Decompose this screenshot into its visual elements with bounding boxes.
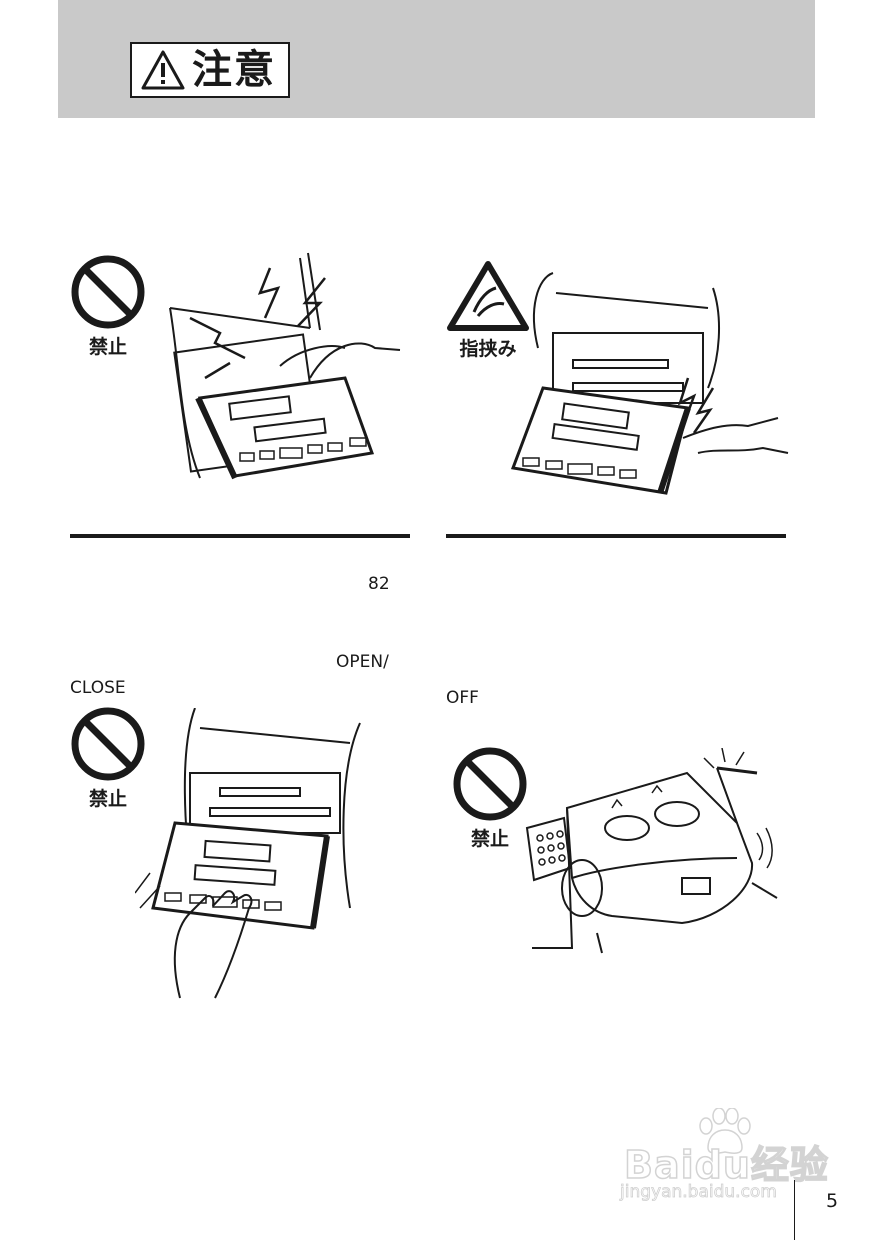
car-stereo-press-illustration xyxy=(135,708,361,999)
prohibited-icon xyxy=(71,255,145,329)
open-close-label: OPEN/ xyxy=(336,652,389,672)
pinch-warning-icon xyxy=(447,261,529,331)
prohibited-label: 禁止 xyxy=(88,788,127,810)
watermark-brand: Baidu经验 xyxy=(623,1142,829,1188)
prohibited-icon xyxy=(453,747,527,821)
pinch-warning-label: 指挟み xyxy=(459,338,517,360)
prohibited-icon xyxy=(71,707,145,781)
baidu-watermark: Baidu经验 jingyan.baidu.com xyxy=(620,1108,830,1208)
caution-heading: 注意 xyxy=(130,42,290,98)
page-reference: 82 xyxy=(368,574,390,594)
paw-logo-icon xyxy=(699,1108,751,1154)
page-number: 5 xyxy=(826,1190,839,1212)
car-stereo-pinch-illustration xyxy=(510,272,789,495)
prohibited-symbol: 禁止 xyxy=(70,706,146,811)
prohibited-label: 禁止 xyxy=(470,828,509,850)
prohibited-symbol: 禁止 xyxy=(452,746,528,851)
pinch-warning-symbol: 指挟み xyxy=(446,260,530,361)
page-edge-line xyxy=(794,1180,795,1240)
watermark-url: jingyan.baidu.com xyxy=(620,1182,778,1203)
header-band: 注意 xyxy=(58,0,815,118)
section-rule xyxy=(70,534,410,538)
off-label: OFF xyxy=(446,688,479,708)
prohibited-label: 禁止 xyxy=(88,336,127,358)
prohibited-symbol: 禁止 xyxy=(70,254,146,359)
car-speaker-illustration xyxy=(525,748,778,954)
warning-triangle-icon xyxy=(141,50,185,90)
page-title: 注意 xyxy=(192,47,276,93)
car-stereo-illustration xyxy=(169,252,401,480)
open-close-label-continued: CLOSE xyxy=(70,678,126,698)
section-rule xyxy=(446,534,786,538)
